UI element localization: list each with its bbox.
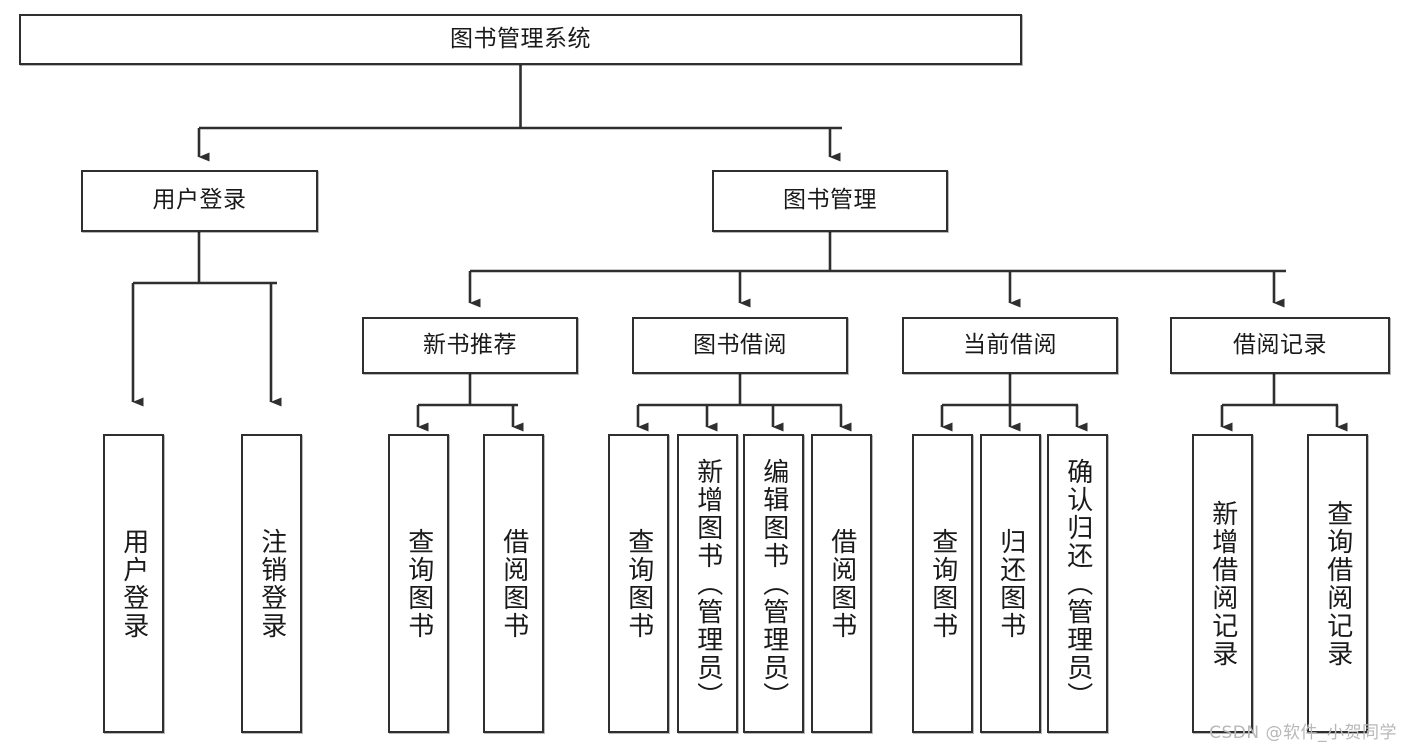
node-leaf-query-borrow-record-label: 查询借阅记录 xyxy=(1322,499,1353,668)
node-leaf-confirm-return[interactable]: 确认归还（管理员） xyxy=(1047,434,1108,733)
node-root-system-label: 图书管理系统 xyxy=(450,25,591,52)
node-borrow-record-label: 借阅记录 xyxy=(1233,331,1327,358)
node-leaf-query-book-recommend[interactable]: 查询图书 xyxy=(388,434,449,733)
node-leaf-edit-book[interactable]: 编辑图书（管理员） xyxy=(743,434,804,733)
node-current-borrow-label: 当前借阅 xyxy=(963,331,1057,358)
node-leaf-add-borrow-record[interactable]: 新增借阅记录 xyxy=(1192,434,1253,733)
watermark-text: CSDN @软件_小贺同学 xyxy=(1209,723,1397,743)
node-leaf-user-login[interactable]: 用户登录 xyxy=(103,434,164,733)
node-user-login[interactable]: 用户登录 xyxy=(81,170,318,232)
node-leaf-query-borrow-record[interactable]: 查询借阅记录 xyxy=(1307,434,1368,733)
node-leaf-add-book[interactable]: 新增图书（管理员） xyxy=(677,434,738,733)
node-leaf-logout-label: 注销登录 xyxy=(256,527,287,640)
node-leaf-query-book-current-label: 查询图书 xyxy=(927,527,958,640)
node-book-management-label: 图书管理 xyxy=(783,187,877,214)
node-leaf-query-book-borrow[interactable]: 查询图书 xyxy=(608,434,669,733)
node-leaf-edit-book-label: 编辑图书（管理员） xyxy=(758,457,789,710)
node-leaf-logout[interactable]: 注销登录 xyxy=(241,434,302,733)
node-new-book-recommend-label: 新书推荐 xyxy=(423,331,517,358)
node-leaf-return-book-label: 归还图书 xyxy=(995,527,1026,640)
node-leaf-borrow-book-recommend[interactable]: 借阅图书 xyxy=(483,434,544,733)
node-current-borrow[interactable]: 当前借阅 xyxy=(902,317,1118,374)
node-leaf-query-book-borrow-label: 查询图书 xyxy=(623,527,654,640)
node-leaf-borrow-book[interactable]: 借阅图书 xyxy=(811,434,872,733)
node-leaf-borrow-book-recommend-label: 借阅图书 xyxy=(498,527,529,640)
node-user-login-label: 用户登录 xyxy=(152,187,247,214)
node-leaf-add-borrow-record-label: 新增借阅记录 xyxy=(1207,499,1238,668)
node-leaf-add-book-label: 新增图书（管理员） xyxy=(692,457,723,710)
node-book-borrow-label: 图书借阅 xyxy=(693,331,787,358)
node-leaf-return-book[interactable]: 归还图书 xyxy=(980,434,1041,733)
node-borrow-record[interactable]: 借阅记录 xyxy=(1170,317,1390,374)
node-leaf-borrow-book-label: 借阅图书 xyxy=(826,527,857,640)
node-book-management[interactable]: 图书管理 xyxy=(712,170,948,232)
node-leaf-user-login-label: 用户登录 xyxy=(118,527,149,640)
node-leaf-confirm-return-label: 确认归还（管理员） xyxy=(1062,457,1093,710)
node-root-system[interactable]: 图书管理系统 xyxy=(19,14,1022,65)
node-book-borrow[interactable]: 图书借阅 xyxy=(632,317,848,374)
node-leaf-query-book-current[interactable]: 查询图书 xyxy=(912,434,973,733)
node-leaf-query-book-recommend-label: 查询图书 xyxy=(403,527,434,640)
node-new-book-recommend[interactable]: 新书推荐 xyxy=(362,317,578,374)
